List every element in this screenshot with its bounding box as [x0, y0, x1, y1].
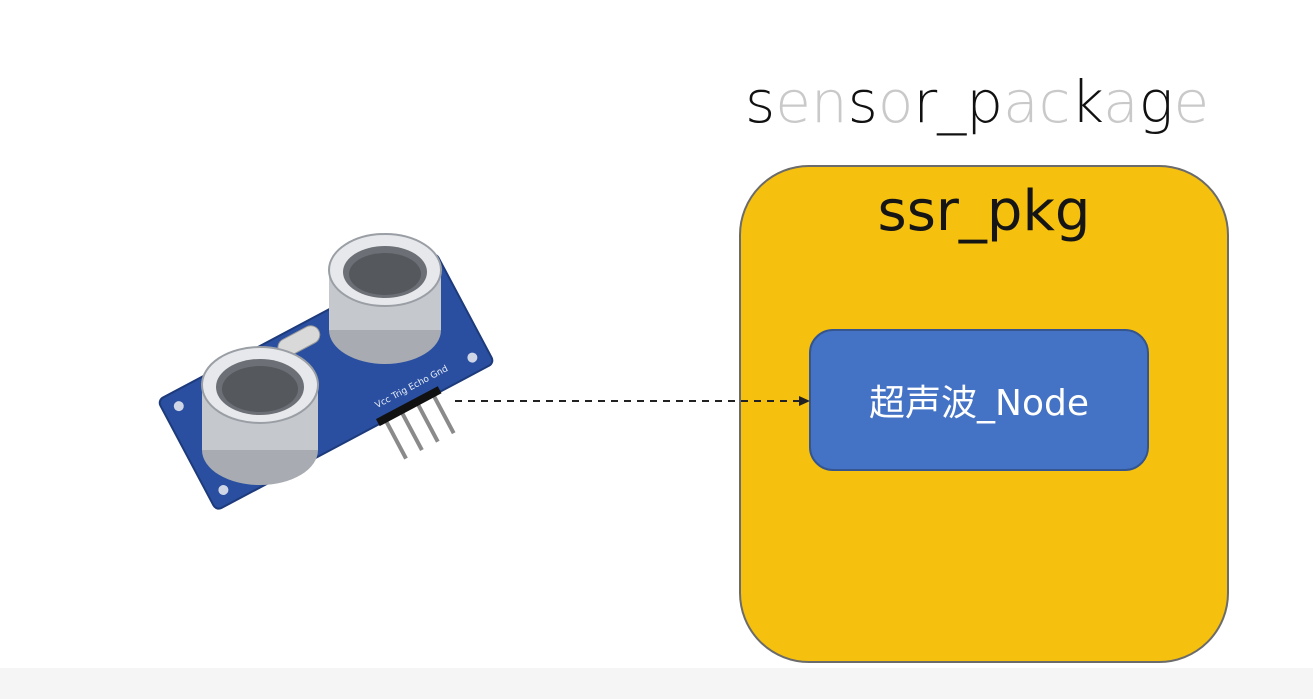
title-segment: ac — [1003, 68, 1071, 136]
ultrasonic-sensor-icon: Vcc Trig Echo Gnd — [158, 233, 494, 510]
title-segment: o — [877, 68, 914, 136]
node-label: 超声波_Node — [869, 383, 1089, 424]
title-segment: k — [1070, 68, 1104, 136]
title-segment: e — [1173, 68, 1210, 136]
package-label: ssr_pkg — [877, 179, 1091, 244]
title-segment: en — [775, 68, 848, 136]
bottom-strip — [0, 668, 1313, 699]
title-segment: g — [1138, 68, 1174, 136]
title-segment: s — [847, 68, 878, 136]
title-segment: a — [1103, 68, 1139, 136]
node-box: 超声波_Node — [809, 329, 1149, 471]
title-segment: r_p — [913, 68, 1004, 136]
title-segment: s — [745, 68, 776, 136]
page-title: sensor_package — [745, 62, 1209, 142]
